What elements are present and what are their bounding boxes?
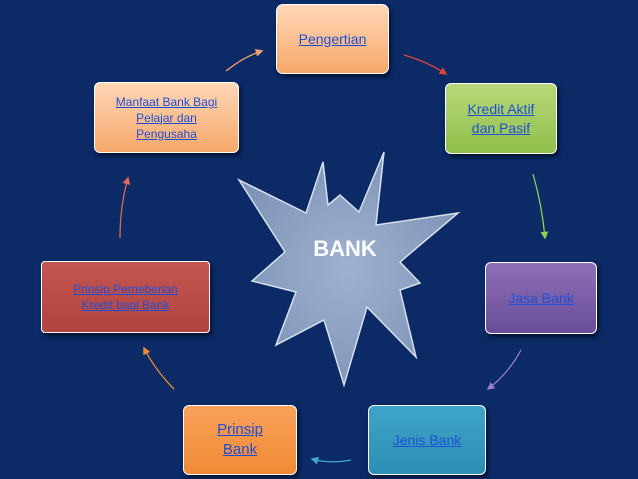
node-pengertian[interactable]: Pengertian	[276, 4, 389, 74]
node-kredit-aktif-pasif[interactable]: Kredit Aktif dan Pasif	[445, 83, 557, 154]
arrow-manfaat-to-pengertian	[225, 49, 264, 72]
link-prinsip-bank[interactable]: Prinsip Bank	[217, 420, 263, 460]
link-prinsip-line2[interactable]: Bank	[222, 441, 258, 458]
arrow-prinsip-to-pemberian	[143, 346, 175, 390]
arrow-jenis-to-prinsip	[310, 456, 352, 465]
center-label: BANK	[313, 236, 377, 261]
link-manfaat-bank[interactable]: Manfaat Bank Bagi Pelajar dan Pengusaha	[116, 94, 217, 142]
arrow-jasa-to-jenis	[486, 349, 522, 390]
node-jenis-bank[interactable]: Jenis Bank	[368, 405, 486, 475]
arrow-pengertian-to-kredit	[403, 54, 448, 75]
arrow-pemberian-to-manfaat	[119, 176, 131, 239]
center-star-shape	[236, 151, 461, 388]
link-pengertian[interactable]: Pengertian	[298, 31, 367, 47]
arrow-kredit-to-jasa	[532, 173, 549, 240]
link-pemberian-line2[interactable]: Kredit bagi Bank	[81, 298, 170, 312]
link-jenis-bank[interactable]: Jenis Bank	[392, 432, 462, 448]
link-manfaat-line3[interactable]: Pengusaha	[136, 126, 197, 141]
node-jasa-bank[interactable]: Jasa Bank	[485, 262, 597, 334]
link-manfaat-line2[interactable]: Pelajar dan	[136, 110, 197, 125]
link-kredit-line2[interactable]: dan Pasif	[471, 119, 531, 136]
node-prinsip-bank[interactable]: Prinsip Bank	[183, 405, 297, 475]
node-prinsip-pemberian-kredit[interactable]: Prinsip Pemeberian Kredit bagi Bank	[41, 261, 210, 333]
link-kredit-line1[interactable]: Kredit Aktif	[467, 100, 535, 117]
link-prinsip-line1[interactable]: Prinsip	[217, 421, 263, 438]
link-kredit-aktif-pasif[interactable]: Kredit Aktif dan Pasif	[468, 100, 535, 138]
node-manfaat-bank[interactable]: Manfaat Bank Bagi Pelajar dan Pengusaha	[94, 82, 239, 153]
link-prinsip-pemberian-kredit[interactable]: Prinsip Pemeberian Kredit bagi Bank	[73, 281, 178, 313]
link-jasa-bank[interactable]: Jasa Bank	[508, 290, 574, 306]
link-pemberian-line1[interactable]: Prinsip Pemeberian	[73, 282, 178, 296]
link-manfaat-line1[interactable]: Manfaat Bank Bagi	[115, 94, 218, 109]
